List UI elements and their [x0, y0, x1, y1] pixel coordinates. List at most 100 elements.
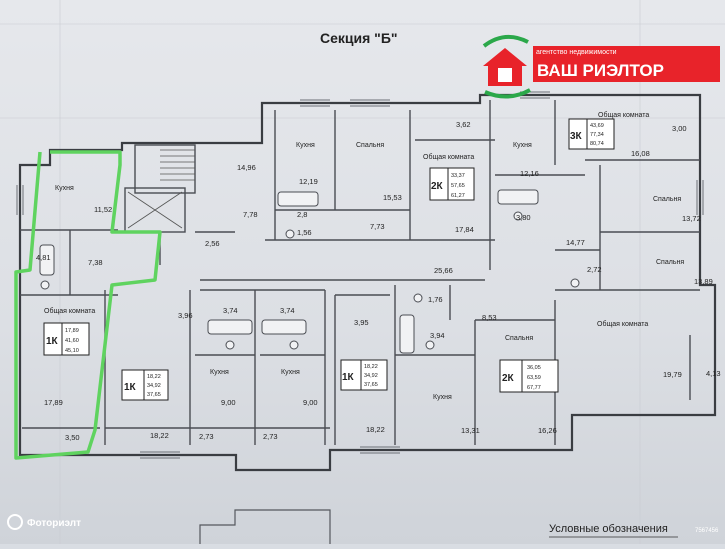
arrow-bottom-icon: [484, 88, 531, 99]
watermark-text: Фоториэлт: [27, 518, 81, 529]
area-label: 3,95: [354, 318, 369, 327]
area-label: 1,76: [428, 295, 443, 304]
outer-walls: [18, 93, 717, 472]
room-label-bedroom: Спальня: [656, 259, 684, 266]
bath-fixtures: [39, 189, 580, 354]
area-label: 25,66: [434, 266, 453, 275]
lower-plan-fragment: [199, 509, 331, 544]
area-label: 3,00: [672, 124, 687, 133]
area-label: 2,8: [297, 210, 307, 219]
logo-name: ВАШ РИЭЛТОР: [537, 61, 664, 80]
area-label: 7,78: [243, 210, 258, 219]
apartment-badge-1k-a: 1К 18,22 34,92 37,65: [121, 369, 169, 401]
arrow-top-icon: [482, 34, 529, 48]
area-label: 9,00: [221, 398, 236, 407]
apartment-type: 1К: [342, 372, 355, 383]
apartment-area: 41,60: [65, 338, 79, 344]
apartment-badge-left: 1К 17,89 41,60 45,10: [43, 322, 90, 356]
area-label: 19,79: [663, 370, 682, 379]
area-label: 2,56: [205, 239, 220, 248]
interior-walls: [20, 100, 700, 445]
area-label: 13,31: [461, 426, 480, 435]
apartment-area: 45,10: [65, 348, 79, 354]
apartment-type: 2К: [431, 181, 444, 192]
area-label: 7,73: [370, 222, 385, 231]
stairs: [127, 149, 195, 229]
area-label: 3,94: [430, 331, 445, 340]
apartment-area: 77,34: [590, 132, 604, 138]
area-label: 1,56: [297, 228, 312, 237]
area-label: 4,13: [706, 369, 721, 378]
area-label: 8,53: [482, 313, 497, 322]
apartment-area: 37,65: [147, 392, 161, 398]
house-window-icon: [498, 68, 512, 82]
apartment-area: 67,77: [527, 385, 541, 391]
area-label: 3,74: [280, 306, 295, 315]
house-icon: [483, 48, 527, 86]
room-label-kitchen: Кухня: [433, 394, 452, 401]
area-label: 12,19: [299, 177, 318, 186]
room-label-kitchen: Кухня: [296, 142, 315, 149]
area-label: 9,00: [303, 398, 318, 407]
apartment-badge-1k-b: 1К 18,22 34,92 37,65: [340, 359, 388, 391]
room-label-kitchen: Кухня: [281, 369, 300, 376]
room-label-bedroom: Спальня: [505, 335, 533, 342]
room-label-kitchen: Кухня: [55, 185, 74, 192]
area-label: 18,22: [150, 431, 169, 440]
area-label: 16,08: [631, 149, 650, 158]
area-label: 3,96: [178, 311, 193, 320]
room-label-living: Общая комната: [44, 307, 95, 315]
apartment-type: 1К: [46, 336, 59, 347]
logo-tagline: агентство недвижимости: [536, 49, 617, 56]
apartment-area: 43,69: [590, 123, 604, 129]
room-label-living: Общая комната: [598, 111, 649, 119]
room-label-living: Общая комната: [423, 153, 474, 161]
area-label: 2,73: [263, 432, 278, 441]
apartment-area: 34,92: [364, 373, 378, 379]
realtor-logo: агентство недвижимости ВАШ РИЭЛТОР: [482, 34, 720, 99]
apartment-area: 33,37: [451, 173, 465, 179]
area-label: 4,81: [36, 253, 51, 262]
apartment-badge-2k-lower: 2К 36,05 63,59 67,77: [499, 359, 559, 393]
apartment-type: 1К: [124, 382, 137, 393]
area-label: 3,74: [223, 306, 238, 315]
logo-top-band: [533, 46, 720, 56]
area-label: 3,50: [65, 433, 80, 442]
area-label: 7,38: [88, 258, 103, 267]
room-label-living: Общая комната: [597, 320, 648, 328]
apartment-area: 36,05: [527, 365, 541, 371]
area-label: 17,84: [455, 225, 474, 234]
logo-main-band: [533, 56, 720, 82]
area-label: 2,73: [199, 432, 214, 441]
area-label: 13,89: [694, 277, 713, 286]
photo-code: 7567456: [695, 528, 719, 534]
apartment-badge-3k: 3К 43,69 77,34 80,74: [568, 118, 615, 150]
apartment-badge-2k: 2К 33,37 57,65 61,27: [429, 167, 475, 201]
apartment-area: 34,92: [147, 383, 161, 389]
apartment-type: 3К: [570, 131, 583, 142]
area-label: 14,96: [237, 163, 256, 172]
room-label-bedroom: Спальня: [653, 196, 681, 203]
area-label: 12,16: [520, 169, 539, 178]
area-label: 2,72: [587, 265, 602, 274]
area-label: 13,72: [682, 214, 701, 223]
legend-heading: Условные обозначения: [549, 523, 668, 535]
area-label: 17,89: [44, 398, 63, 407]
area-label: 14,77: [566, 238, 585, 247]
photo-watermark: Фоториэлт: [7, 514, 81, 530]
apartment-area: 37,65: [364, 382, 378, 388]
apartment-area: 80,74: [590, 141, 604, 147]
room-label-kitchen: Кухня: [513, 142, 532, 149]
area-label: 18,22: [366, 425, 385, 434]
area-label: 3,80: [516, 213, 531, 222]
area-label: 11,52: [94, 205, 112, 214]
selected-apartment-outline: [14, 150, 162, 460]
section-title: Секция "Б": [320, 30, 398, 46]
apartment-area: 18,22: [364, 364, 378, 370]
area-label: 3,62: [456, 120, 471, 129]
apartment-area: 61,27: [451, 193, 465, 199]
apartment-type: 2К: [502, 373, 515, 384]
